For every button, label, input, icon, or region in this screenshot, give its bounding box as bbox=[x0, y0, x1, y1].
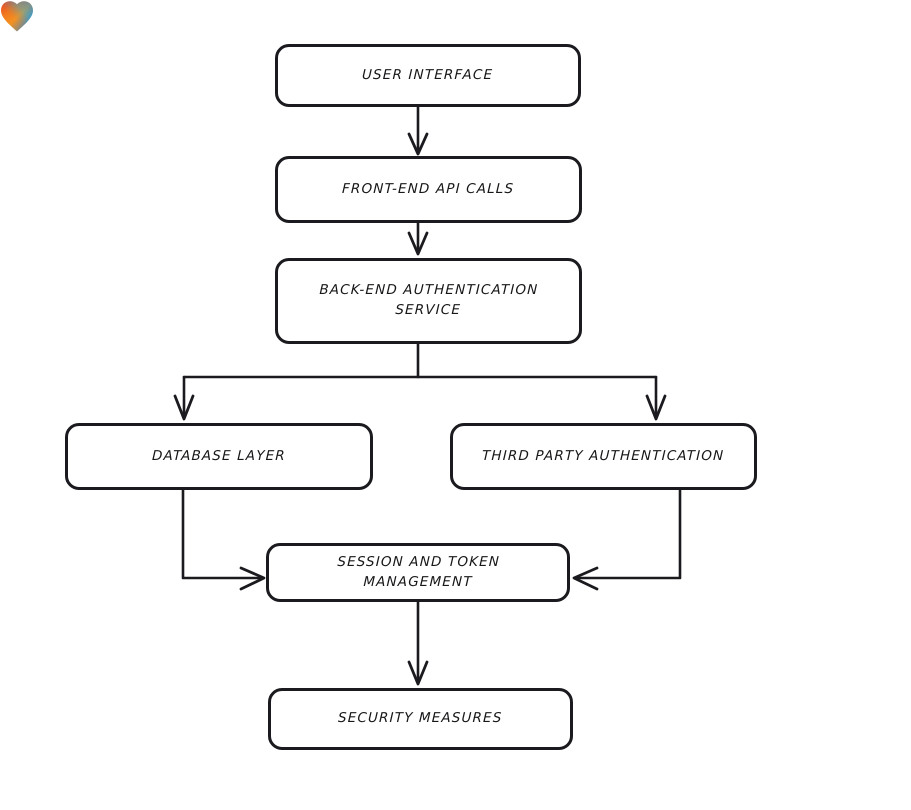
edge-thirdparty-to-session bbox=[572, 488, 682, 591]
node-frontend-api[interactable]: Front-end API Calls bbox=[275, 156, 582, 223]
edge-backend-to-thirdparty bbox=[645, 375, 667, 421]
edge-database-to-session bbox=[181, 488, 266, 591]
node-database-layer-label: Database Layer bbox=[151, 447, 287, 464]
node-user-interface[interactable]: User Interface bbox=[275, 44, 581, 107]
heart-logo bbox=[1, 1, 33, 32]
edge-backend-to-database bbox=[173, 375, 195, 421]
node-frontend-api-label: Front-end API Calls bbox=[342, 180, 515, 197]
node-security-measures-label: Security Measures bbox=[338, 710, 504, 727]
node-session-token-label: Session and Token Management bbox=[336, 553, 500, 590]
node-backend-auth-label: Back-end Authentication Service bbox=[319, 282, 539, 318]
node-backend-auth[interactable]: Back-end Authentication Service bbox=[275, 258, 582, 344]
node-third-party-auth[interactable]: Third Party Authentication bbox=[450, 423, 757, 490]
node-database-layer[interactable]: Database Layer bbox=[65, 423, 373, 490]
edge-session-to-security bbox=[407, 600, 429, 686]
node-security-measures[interactable]: Security Measures bbox=[268, 688, 573, 750]
edge-backend-split-bar bbox=[182, 342, 658, 379]
edge-frontend-to-backend bbox=[407, 221, 429, 256]
node-session-token[interactable]: Session and Token Management bbox=[266, 543, 570, 602]
edge-ui-to-frontend bbox=[407, 105, 429, 156]
node-user-interface-label: User Interface bbox=[362, 66, 494, 83]
node-third-party-auth-label: Third Party Authentication bbox=[482, 447, 725, 464]
